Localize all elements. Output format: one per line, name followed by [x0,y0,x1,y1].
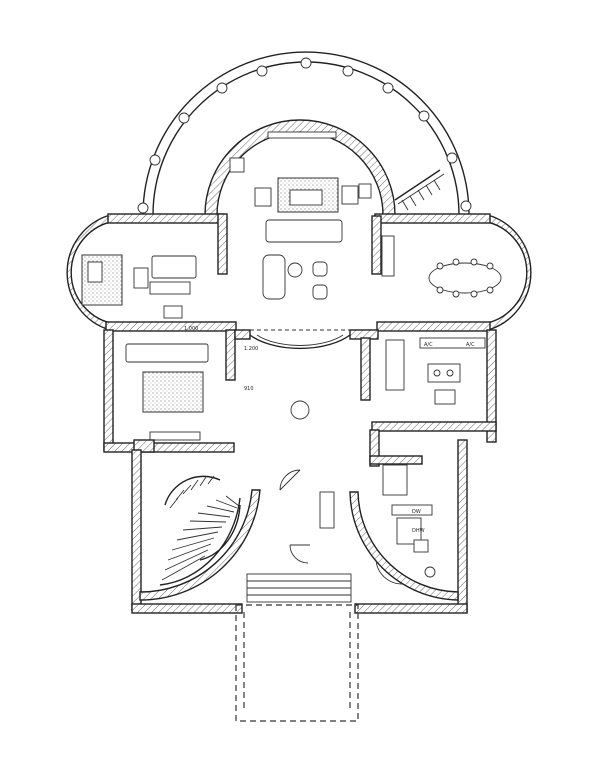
utility-cabinet [396,517,422,545]
appliance-label-4: DHW [412,528,425,534]
hall-column [290,400,310,420]
spiral-staircase [159,475,241,586]
dim-label-a: 1.000 [184,326,198,332]
appliance-label-3: DW [412,509,421,515]
central-hall [234,329,379,420]
appliance-label-2: A/C [466,342,475,348]
dining-table [428,262,502,294]
dining-chair [470,290,478,298]
apse-window [267,131,337,139]
dining-chair [470,258,478,266]
laundry-unit [382,464,408,496]
front-block [131,439,468,614]
study-chair [87,261,103,283]
side-table [287,262,303,278]
chair-1 [312,261,328,277]
right-wing [371,213,532,332]
appliance-label-1: A/C [424,342,433,348]
kitchen-counter [419,337,486,349]
dining-chair [486,262,494,270]
sofa-main [265,219,343,243]
dining-chair [452,290,460,298]
left-armchair [133,267,149,289]
pantry-cabinet [385,339,405,391]
dining-chair [436,286,444,294]
wc-fixture [424,566,436,578]
dim-label-b: 1.200 [244,346,258,352]
kitchen-island [427,363,461,383]
armchair-right [341,185,359,205]
bedroom-rug [142,371,204,413]
sideboard [381,235,395,277]
left-wing: 1.000 [66,213,237,332]
chair-2 [312,284,328,300]
plant-right [358,183,372,199]
bed-headboard [125,343,209,363]
bedroom: 1.200 910 [103,329,258,453]
left-bench [149,281,191,295]
terrace-outline [235,604,359,722]
water-heater [413,539,429,553]
entry-vestibule [246,469,352,603]
bedroom-console [149,431,201,441]
plant-left [229,157,245,173]
living-apse [204,119,396,300]
column-markers [137,57,472,214]
dim-label-c: 910 [244,386,254,392]
fireplace [163,305,183,319]
left-sofa [151,255,197,279]
service-area: DW DHW [369,429,436,585]
vestibule-bench [319,491,335,529]
dining-chair [436,262,444,270]
dining-chair [452,258,460,266]
lounge-chaise [262,254,286,300]
armchair-left [254,187,272,207]
dining-chair [486,286,494,294]
coffee-table [289,189,323,206]
kitchen-table [434,389,456,405]
rear-rotunda [137,51,472,216]
utility-counter [391,504,433,516]
kitchen: A/C A/C [371,329,497,443]
